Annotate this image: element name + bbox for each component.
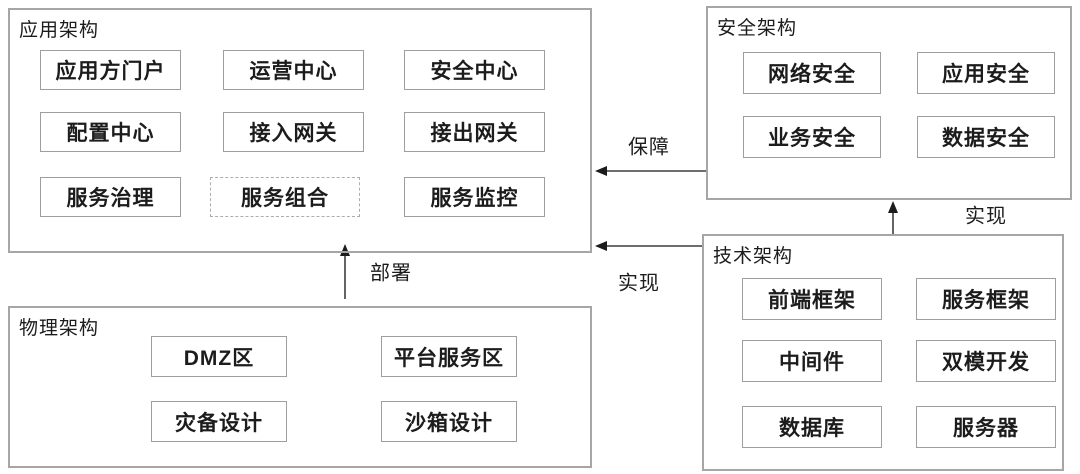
- arrow-deploy-head: [340, 244, 350, 256]
- node-data-security: 数据安全: [917, 116, 1055, 158]
- node-frontend-framework: 前端框架: [742, 278, 882, 320]
- node-platform-service-zone: 平台服务区: [381, 336, 517, 377]
- group-application-architecture-title: 应用架构: [19, 20, 100, 41]
- group-security-architecture: 安全架构: [706, 6, 1072, 200]
- node-dual-mode-development: 双模开发: [916, 340, 1056, 382]
- node-service-composition: 服务组合: [210, 177, 360, 217]
- arrow-guarantee-label: 保障: [628, 136, 670, 159]
- node-disaster-recovery-design: 灾备设计: [151, 401, 287, 442]
- group-physical-architecture: 物理架构: [8, 306, 592, 468]
- node-outbound-gateway: 接出网关: [404, 112, 545, 152]
- node-business-security: 业务安全: [743, 116, 881, 158]
- node-inbound-gateway: 接入网关: [223, 112, 364, 152]
- node-security-center: 安全中心: [404, 50, 545, 90]
- arrow-realize-application-label: 实现: [618, 272, 660, 295]
- node-config-center: 配置中心: [40, 112, 181, 152]
- node-operations-center: 运营中心: [223, 50, 364, 90]
- node-server: 服务器: [916, 406, 1056, 448]
- group-physical-architecture-title: 物理架构: [19, 318, 100, 339]
- node-network-security: 网络安全: [743, 52, 881, 94]
- arrow-deploy-label: 部署: [370, 262, 412, 285]
- arrow-realize-security-label: 实现: [965, 205, 1007, 228]
- node-service-governance: 服务治理: [40, 177, 181, 217]
- node-middleware: 中间件: [742, 340, 882, 382]
- arrow-realize-application-head: [595, 241, 607, 251]
- node-sandbox-design: 沙箱设计: [381, 401, 517, 442]
- group-technology-architecture-title: 技术架构: [713, 246, 794, 267]
- node-database: 数据库: [742, 406, 882, 448]
- node-service-framework: 服务框架: [916, 278, 1056, 320]
- node-dmz-zone: DMZ区: [151, 336, 287, 377]
- group-application-architecture: 应用架构: [8, 8, 592, 253]
- group-technology-architecture: 技术架构: [702, 234, 1064, 471]
- node-application-security: 应用安全: [917, 52, 1055, 94]
- node-app-portal: 应用方门户: [40, 50, 181, 90]
- node-service-monitoring: 服务监控: [404, 177, 545, 217]
- arrow-guarantee-head: [595, 166, 607, 176]
- arrow-realize-security-head: [888, 201, 898, 213]
- group-security-architecture-title: 安全架构: [717, 18, 798, 39]
